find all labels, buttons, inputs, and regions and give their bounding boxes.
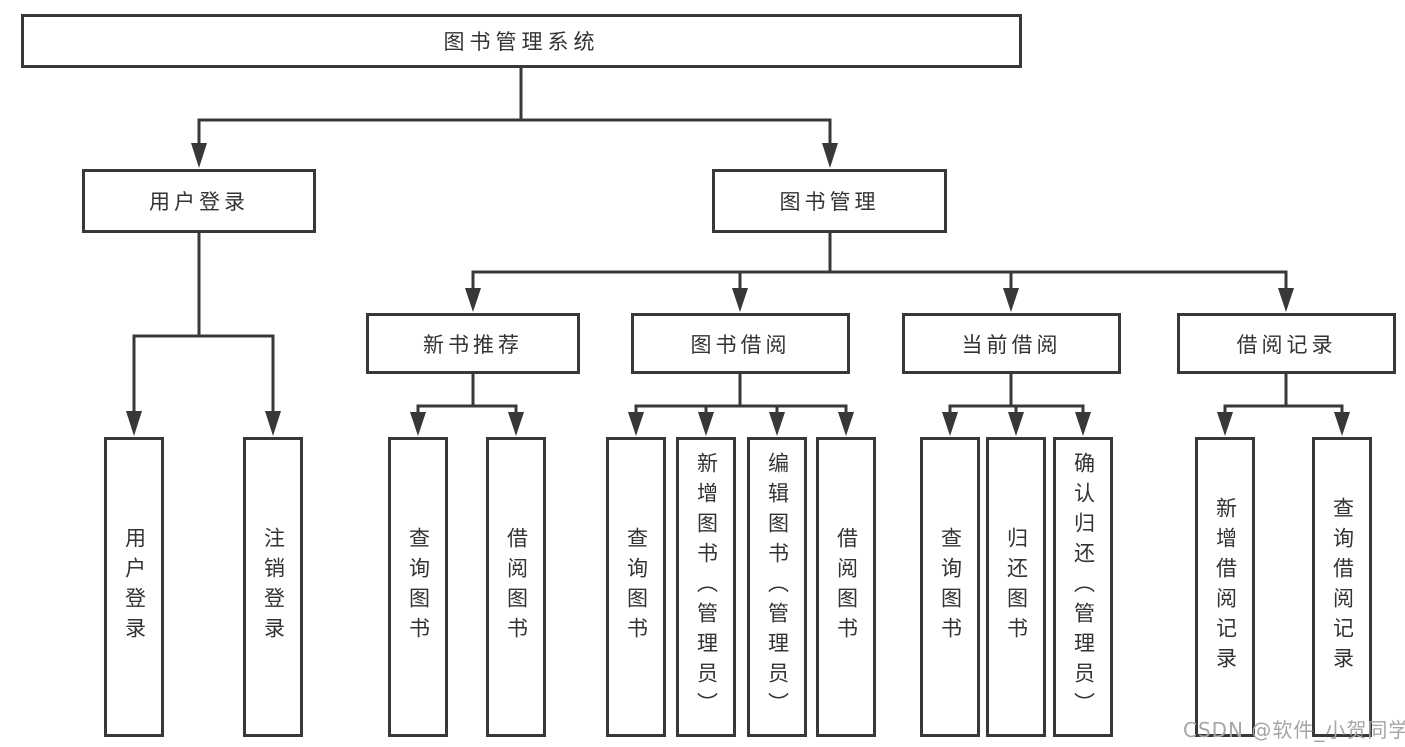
connector-root-to-level2 — [197, 68, 832, 146]
leaf-label: 确认归还（管理员） — [1071, 452, 1096, 722]
node-leaf-borrow-books-2: 借阅图书 — [816, 437, 876, 737]
leaf-label: 查询借阅记录 — [1330, 497, 1355, 677]
leaf-label: 查询图书 — [938, 527, 963, 647]
node-leaf-edit-books-admin: 编辑图书（管理员） — [747, 437, 807, 737]
node-leaf-borrow-books-1: 借阅图书 — [486, 437, 546, 737]
node-current-borrow: 当前借阅 — [902, 313, 1121, 374]
arrowheads — [126, 143, 1350, 436]
node-leaf-add-borrow-record: 新增借阅记录 — [1195, 437, 1255, 737]
node-borrow-records: 借阅记录 — [1177, 313, 1396, 374]
node-user-login: 用户登录 — [82, 169, 316, 233]
leaf-label: 归还图书 — [1004, 527, 1029, 647]
leaf-label: 查询图书 — [406, 527, 431, 647]
leaf-label: 新增图书（管理员） — [694, 452, 719, 722]
leaf-label: 查询图书 — [624, 527, 649, 647]
connector-book-borrow-group — [634, 374, 848, 414]
connector-book-mgmt-to-level3 — [471, 233, 1288, 290]
leaf-label: 借阅图书 — [504, 527, 529, 647]
leaf-label: 借阅图书 — [834, 527, 859, 647]
leaf-label: 新增借阅记录 — [1213, 497, 1238, 677]
connector-current-borrow-group — [948, 374, 1085, 414]
node-leaf-query-borrow-record: 查询借阅记录 — [1312, 437, 1372, 737]
leaf-label: 编辑图书（管理员） — [765, 452, 790, 722]
connector-user-login-group — [132, 233, 275, 413]
node-book-borrow: 图书借阅 — [631, 313, 850, 374]
node-leaf-logout: 注销登录 — [243, 437, 303, 737]
node-leaf-query-books-1: 查询图书 — [388, 437, 448, 737]
node-leaf-return-books: 归还图书 — [986, 437, 1046, 737]
node-leaf-query-books-2: 查询图书 — [606, 437, 666, 737]
node-leaf-user-login: 用户登录 — [104, 437, 164, 737]
node-new-book-recommend: 新书推荐 — [366, 313, 580, 374]
leaf-label: 注销登录 — [261, 527, 286, 647]
connector-borrow-record-group — [1223, 374, 1344, 414]
node-leaf-confirm-return-admin: 确认归还（管理员） — [1053, 437, 1113, 737]
node-leaf-query-books-3: 查询图书 — [920, 437, 980, 737]
csdn-watermark: CSDN @软件_小贺同学 — [1183, 718, 1405, 742]
node-library-system: 图书管理系统 — [21, 14, 1022, 68]
leaf-label: 用户登录 — [122, 527, 147, 647]
connector-new-book-group — [416, 374, 518, 414]
node-leaf-add-books-admin: 新增图书（管理员） — [676, 437, 736, 737]
node-book-management: 图书管理 — [712, 169, 947, 233]
